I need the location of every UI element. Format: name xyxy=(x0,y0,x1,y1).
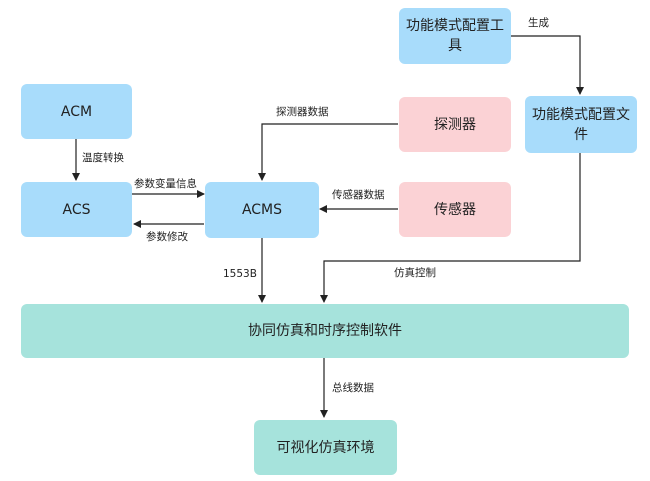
node-visual-sim-env: 可视化仿真环境 xyxy=(254,420,397,475)
node-acms: ACMS xyxy=(205,182,319,238)
node-sensor: 传感器 xyxy=(399,182,511,237)
node-acs: ACS xyxy=(21,182,132,237)
edge-detector-data xyxy=(258,123,398,181)
node-acm: ACM xyxy=(21,84,132,139)
node-cosim-timing-software: 协同仿真和时序控制软件 xyxy=(21,304,629,358)
label-detector-data: 探测器数据 xyxy=(276,106,329,118)
label-param-info: 参数变量信息 xyxy=(134,178,197,190)
label-1553b: 1553B xyxy=(223,268,257,280)
node-mode-config-file: 功能模式配置文件 xyxy=(525,96,637,153)
node-config-tool: 功能模式配置工具 xyxy=(399,8,511,64)
label-sim-control: 仿真控制 xyxy=(394,267,436,279)
node-detector: 探测器 xyxy=(399,97,511,152)
label-bus-data: 总线数据 xyxy=(332,382,374,394)
edge-generate xyxy=(511,35,584,95)
label-generate: 生成 xyxy=(528,17,549,29)
label-temp-convert: 温度转换 xyxy=(82,152,124,164)
edge-sim-control xyxy=(320,153,581,303)
label-sensor-data: 传感器数据 xyxy=(332,189,385,201)
label-param-modify: 参数修改 xyxy=(146,231,188,243)
